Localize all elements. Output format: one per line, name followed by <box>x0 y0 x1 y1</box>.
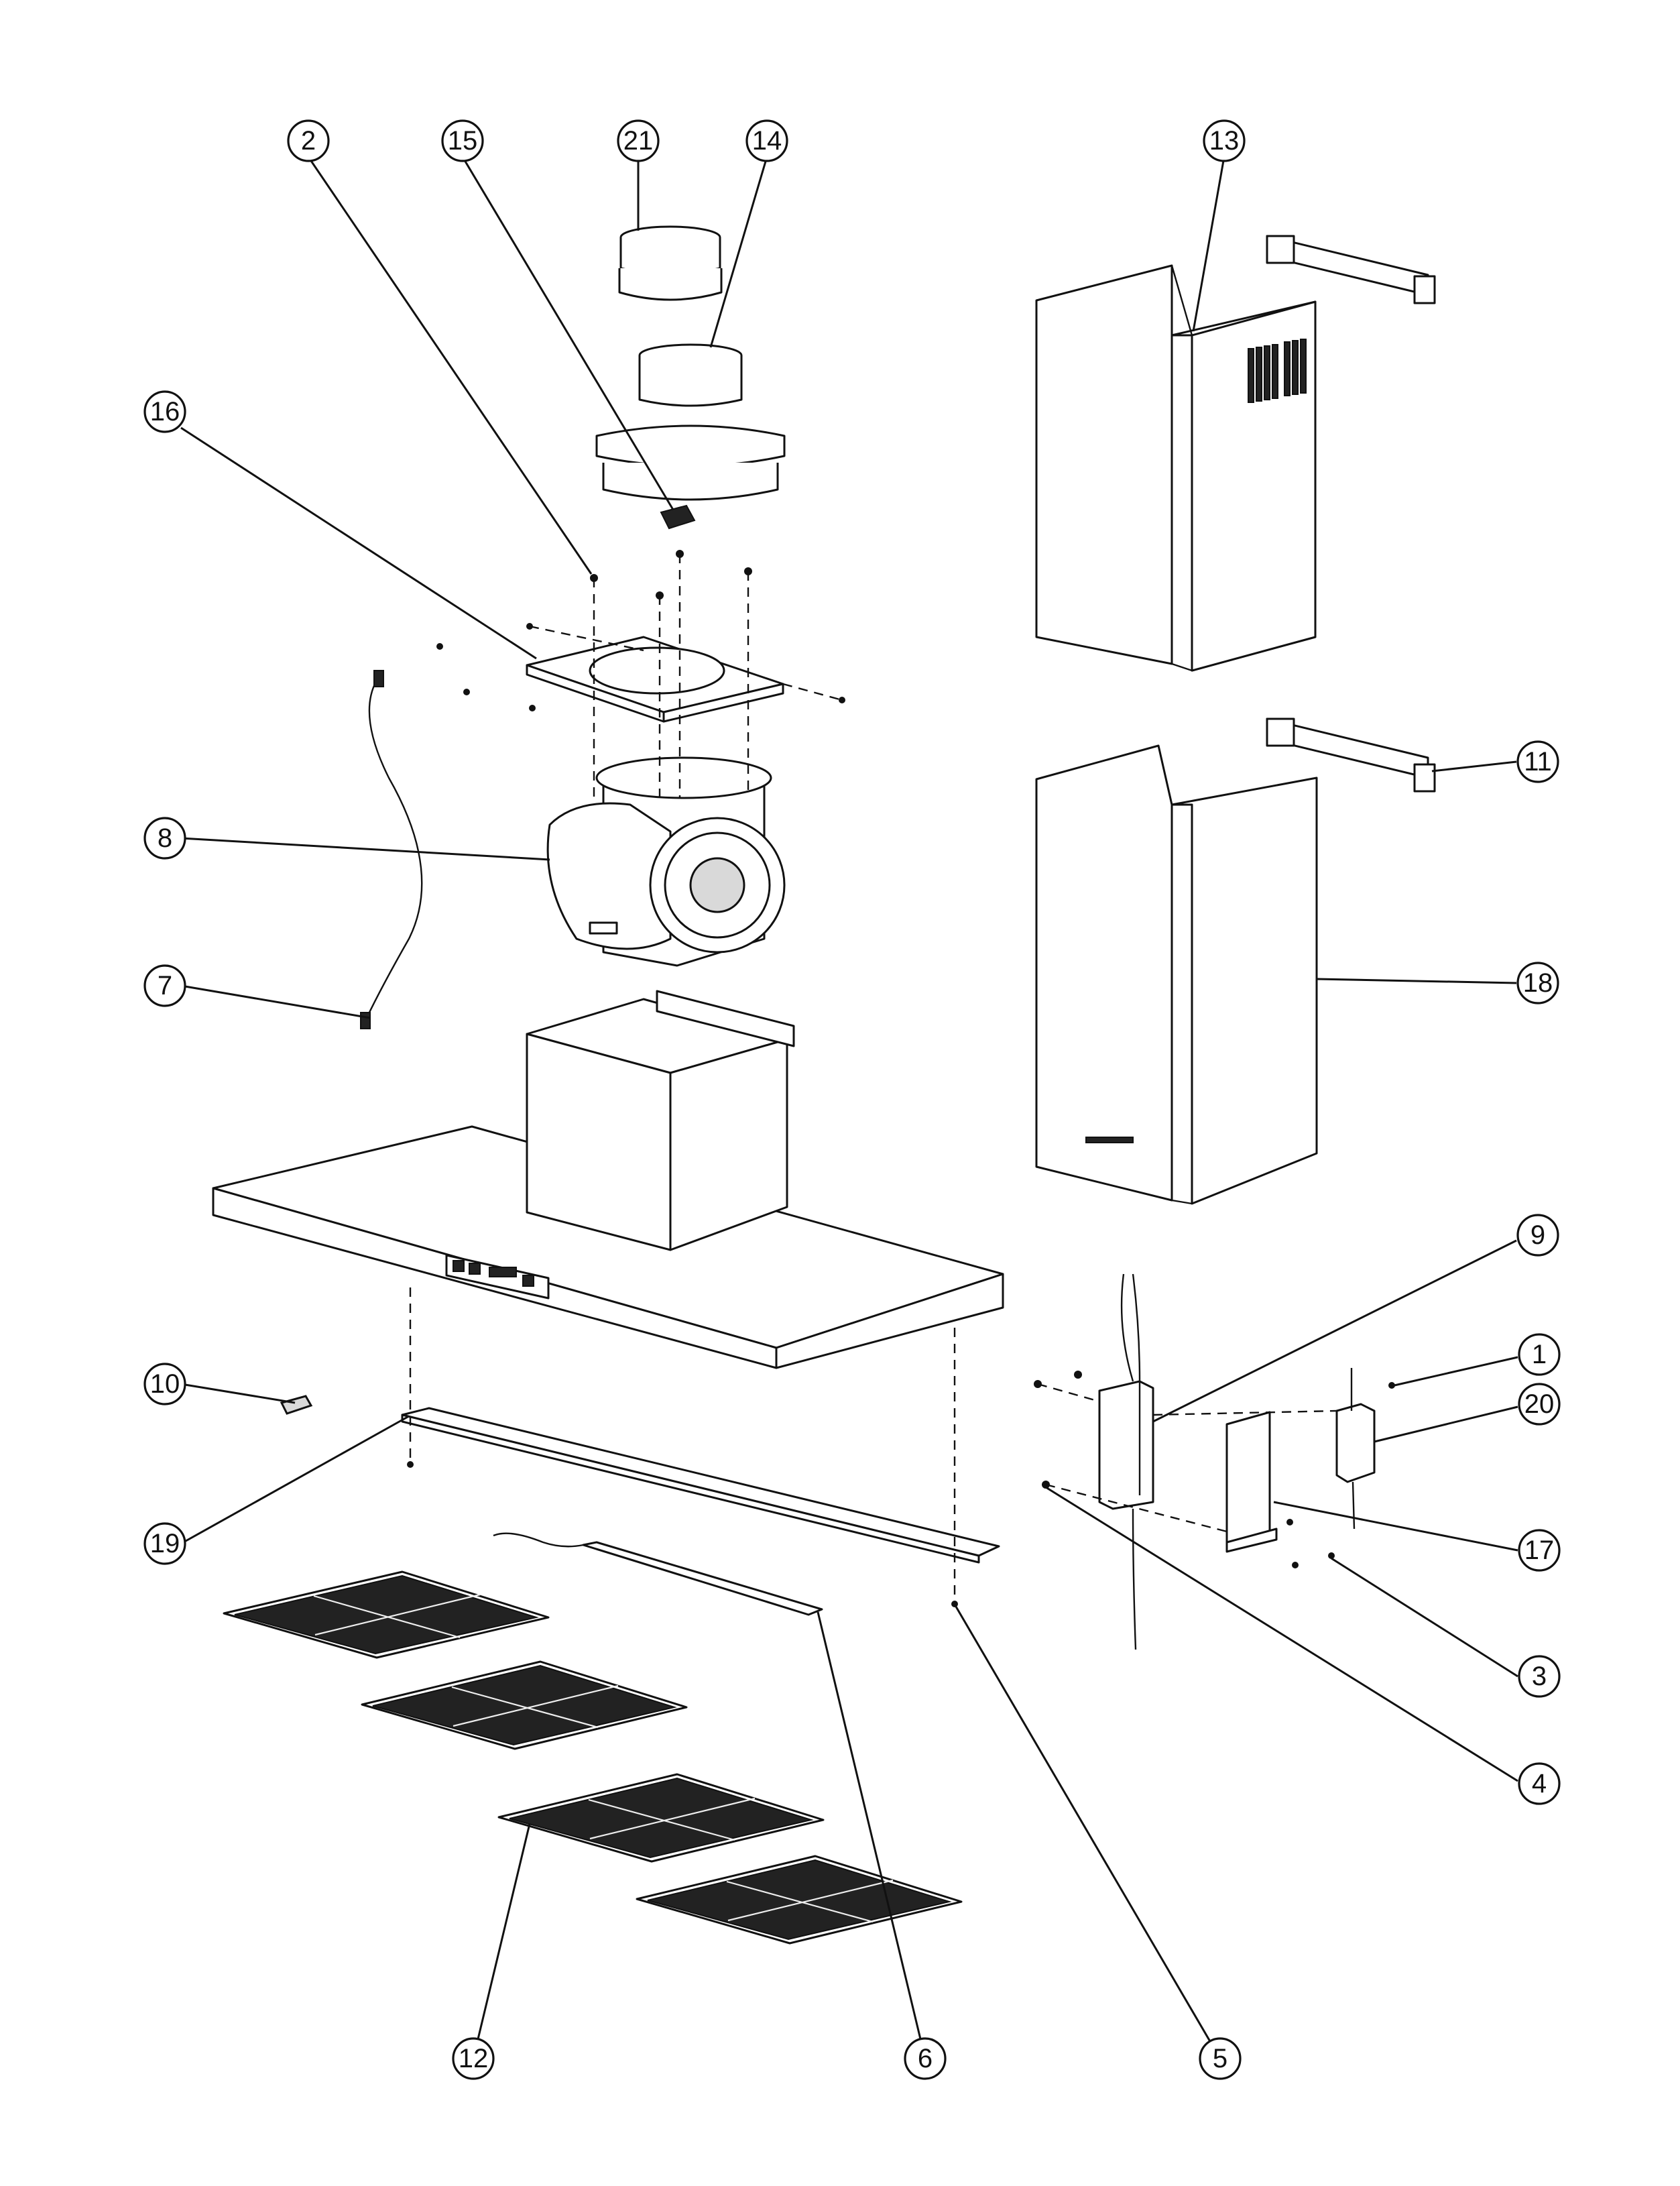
chimney-bracket-upper <box>1266 235 1436 304</box>
callout-14: 14 <box>745 119 788 162</box>
mounting-bracket <box>1225 1411 1278 1553</box>
callout-label-21: 21 <box>623 126 654 156</box>
callout-label-14: 14 <box>752 126 782 156</box>
callout-9: 9 <box>1516 1214 1559 1257</box>
control-panel <box>445 1254 550 1300</box>
callout-6: 6 <box>904 2037 947 2080</box>
capacitor <box>1335 1368 1376 1530</box>
grease-filter-1 <box>223 1570 550 1659</box>
callout-label-5: 5 <box>1213 2044 1227 2073</box>
grease-filter-4 <box>636 1855 963 1945</box>
screws <box>407 550 1395 1607</box>
duct-adapter-small <box>618 225 723 301</box>
led-strip <box>493 1532 823 1616</box>
callout-label-20: 20 <box>1524 1389 1555 1419</box>
callout-label-11: 11 <box>1524 747 1552 776</box>
callout-1: 1 <box>1518 1333 1561 1376</box>
callout-label-8: 8 <box>158 823 172 853</box>
callout-10: 10 <box>143 1363 186 1405</box>
callout-label-13: 13 <box>1209 126 1240 156</box>
callout-11: 11 <box>1516 740 1559 783</box>
callout-label-9: 9 <box>1531 1220 1545 1250</box>
leader-lines <box>180 156 1518 2059</box>
chimney-vent-slots <box>1248 339 1307 403</box>
callout-label-10: 10 <box>150 1369 180 1399</box>
callout-4: 4 <box>1518 1762 1561 1805</box>
callout-label-18: 18 <box>1523 968 1553 998</box>
callout-label-19: 19 <box>150 1529 180 1558</box>
callout-label-4: 4 <box>1532 1769 1547 1798</box>
callout-label-1: 1 <box>1532 1340 1547 1369</box>
grease-filter-3 <box>497 1773 825 1863</box>
callout-15: 15 <box>441 119 484 162</box>
callout-12: 12 <box>452 2037 495 2080</box>
callout-13: 13 <box>1203 119 1246 162</box>
callout-8: 8 <box>143 817 186 860</box>
callout-label-3: 3 <box>1532 1662 1547 1691</box>
callout-label-15: 15 <box>448 126 478 156</box>
callout-17: 17 <box>1518 1529 1561 1572</box>
control-box <box>1098 1273 1154 1650</box>
callout-2: 2 <box>287 119 330 162</box>
light-button <box>280 1395 313 1415</box>
callout-3: 3 <box>1518 1655 1561 1698</box>
hood-body-box <box>526 990 795 1251</box>
chimney-upper-cover <box>1035 264 1317 672</box>
blower-motor <box>546 756 786 967</box>
grease-filter-2 <box>361 1660 688 1750</box>
callout-19: 19 <box>143 1522 186 1565</box>
callout-label-16: 16 <box>150 397 180 426</box>
callout-label-17: 17 <box>1524 1536 1555 1565</box>
callout-label-12: 12 <box>459 2044 489 2073</box>
callout-label-6: 6 <box>918 2044 933 2073</box>
callout-16: 16 <box>143 390 186 433</box>
callout-label-2: 2 <box>301 126 316 156</box>
duct-adapter-large <box>595 343 786 501</box>
callout-18: 18 <box>1516 962 1559 1004</box>
chimney-bracket-lower <box>1266 717 1436 793</box>
alignment-lines <box>409 554 1337 1601</box>
damper-clip <box>660 504 696 530</box>
chimney-lower-cover <box>1035 744 1318 1205</box>
callout-5: 5 <box>1199 2037 1242 2080</box>
callout-7: 7 <box>143 964 186 1007</box>
mounting-plate <box>526 636 784 723</box>
callout-21: 21 <box>617 119 660 162</box>
callout-label-7: 7 <box>158 971 172 1000</box>
front-rail <box>401 1407 1000 1564</box>
callout-20: 20 <box>1518 1383 1561 1426</box>
